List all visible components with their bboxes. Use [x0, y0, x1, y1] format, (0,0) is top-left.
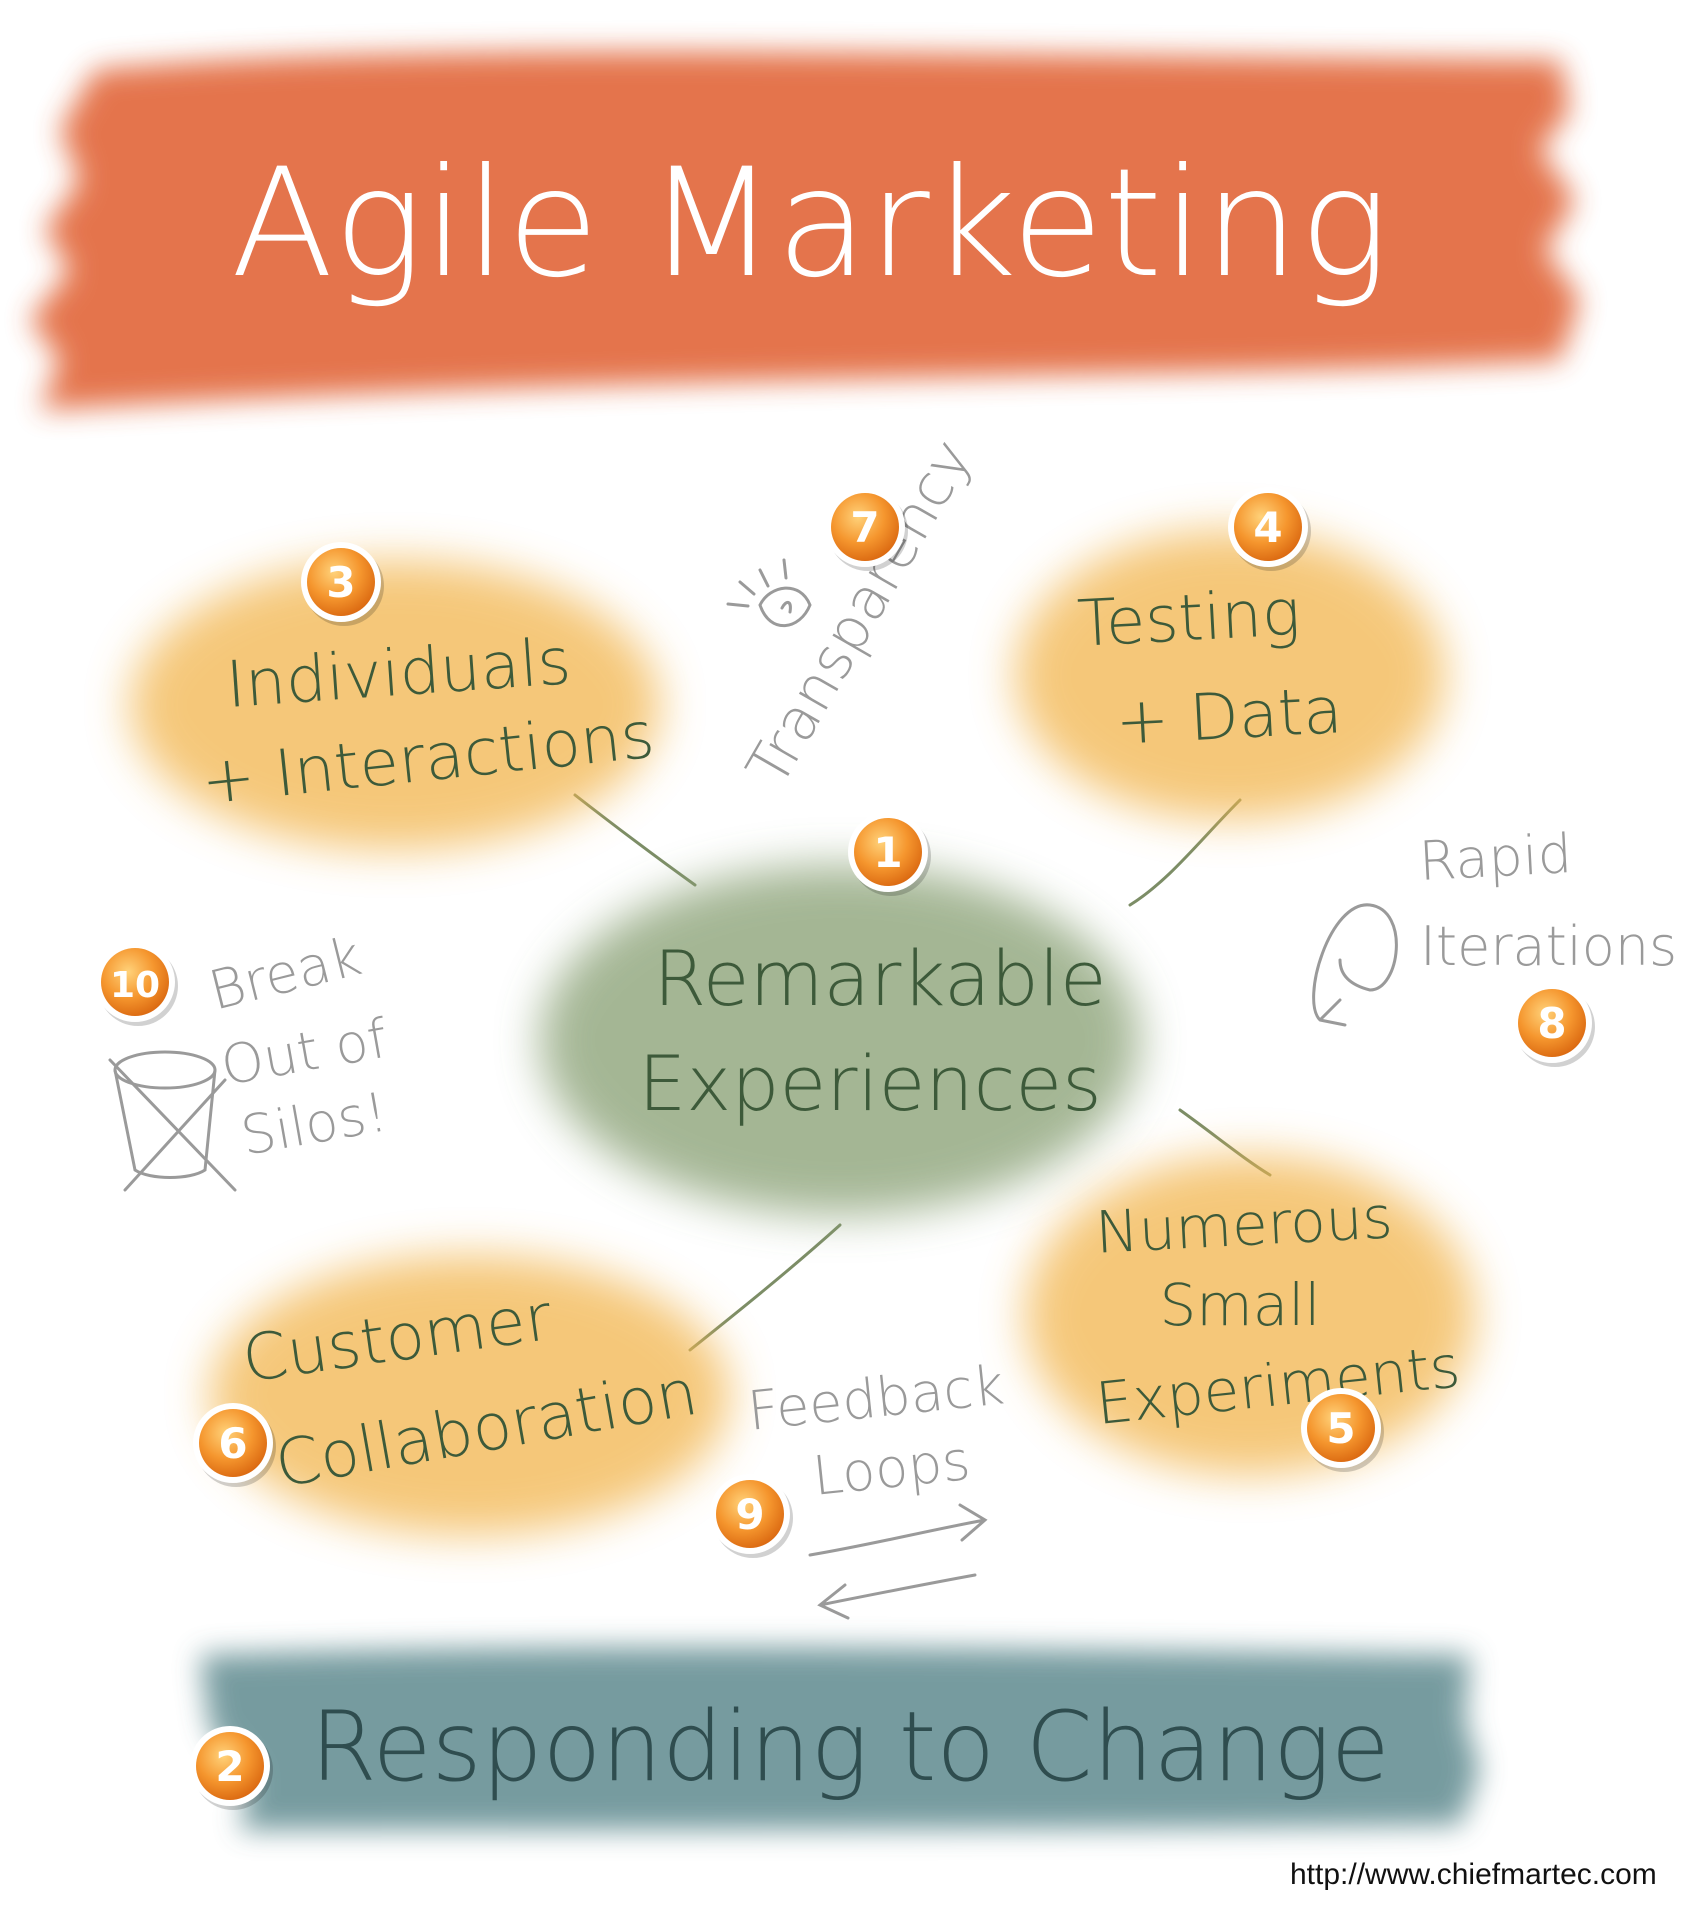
badge-5: 5	[1301, 1388, 1384, 1472]
badge-number: 3	[326, 558, 355, 607]
badge-6: 6	[193, 1403, 276, 1487]
badge-disc	[854, 818, 922, 886]
badge-7: 7	[825, 487, 908, 571]
note-rapid: Rapid Iterations	[1312, 822, 1677, 1027]
feedback-line-2: Loops	[810, 1429, 973, 1508]
badge-disc	[199, 1409, 267, 1477]
connector-customer	[688, 1223, 842, 1352]
title-banner: Agile Marketing	[30, 51, 1580, 410]
eye-icon	[726, 558, 812, 628]
testing-line-1: Testing	[1076, 576, 1302, 662]
badge-disc	[1307, 1394, 1375, 1462]
rapid-line-1: Rapid	[1417, 822, 1573, 893]
node-customer: Customer Collaboration	[210, 1255, 730, 1535]
badge-10: 10	[95, 942, 178, 1026]
badge-1: 1	[848, 812, 931, 896]
badge-disc	[716, 1480, 784, 1548]
rapid-line-2: Iterations	[1420, 915, 1677, 978]
center-line-2: Experiences	[638, 1039, 1101, 1128]
note-transparency: Transparency	[726, 428, 986, 797]
node-testing: Testing + Data	[1015, 530, 1445, 820]
individuals-cloud	[130, 560, 660, 850]
badge-disc	[1234, 493, 1302, 561]
badge-number: 1	[873, 828, 902, 877]
title-band	[30, 51, 1580, 410]
badge-3: 3	[301, 542, 384, 626]
title-text: Agile Marketing	[231, 137, 1389, 311]
footer-url[interactable]: http://www.chiefmartec.com	[1290, 1858, 1657, 1891]
center-line-1: Remarkable	[653, 934, 1106, 1023]
badge-disc	[196, 1732, 264, 1800]
badge-number: 7	[850, 503, 879, 552]
node-individuals: Individuals + Interactions	[130, 560, 660, 850]
testing-line-2: + Data	[1114, 674, 1344, 760]
center-cloud	[540, 865, 1140, 1215]
badge-number: 4	[1253, 503, 1282, 552]
badge-disc	[1518, 989, 1586, 1057]
badge-number: 6	[218, 1419, 247, 1468]
experiments-line-2: Small	[1159, 1271, 1320, 1339]
node-experiments: Numerous Small Experiments	[1025, 1155, 1475, 1475]
bottom-banner-text: Responding to Change	[310, 1691, 1390, 1803]
note-feedback: Feedback Loops	[745, 1353, 1007, 1620]
badge-number: 2	[215, 1742, 244, 1791]
customer-cloud	[210, 1255, 730, 1535]
badge-number: 5	[1326, 1404, 1355, 1453]
badge-8: 8	[1512, 983, 1595, 1067]
feedback-line-1: Feedback	[745, 1353, 1007, 1443]
crossed-silo-icon	[108, 1050, 237, 1192]
testing-cloud	[1015, 530, 1445, 820]
badge-disc	[831, 493, 899, 561]
badge-9: 9	[710, 1474, 793, 1558]
badge-disc	[101, 948, 169, 1016]
connector-individuals	[573, 793, 697, 887]
loop-arrow-icon	[1312, 903, 1398, 1027]
badge-number: 10	[110, 965, 160, 1006]
badge-4: 4	[1228, 487, 1311, 571]
bottom-banner: Responding to Change	[200, 1647, 1480, 1830]
transparency-text: Transparency	[733, 428, 985, 797]
badge-2: 2	[190, 1726, 273, 1810]
experiments-line-1: Numerous	[1094, 1183, 1395, 1266]
badge-number: 8	[1537, 999, 1566, 1048]
center-node: Remarkable Experiences	[540, 865, 1140, 1215]
silos-line-3: Silos!	[236, 1080, 392, 1168]
badge-number: 9	[735, 1490, 764, 1539]
feedback-arrows-icon	[808, 1503, 988, 1620]
badges: 1 2 3 4 5 6 7 8 9 10	[95, 487, 1595, 1810]
badge-disc	[307, 548, 375, 616]
silos-line-1: Break	[203, 924, 368, 1022]
bottom-band	[200, 1647, 1480, 1830]
